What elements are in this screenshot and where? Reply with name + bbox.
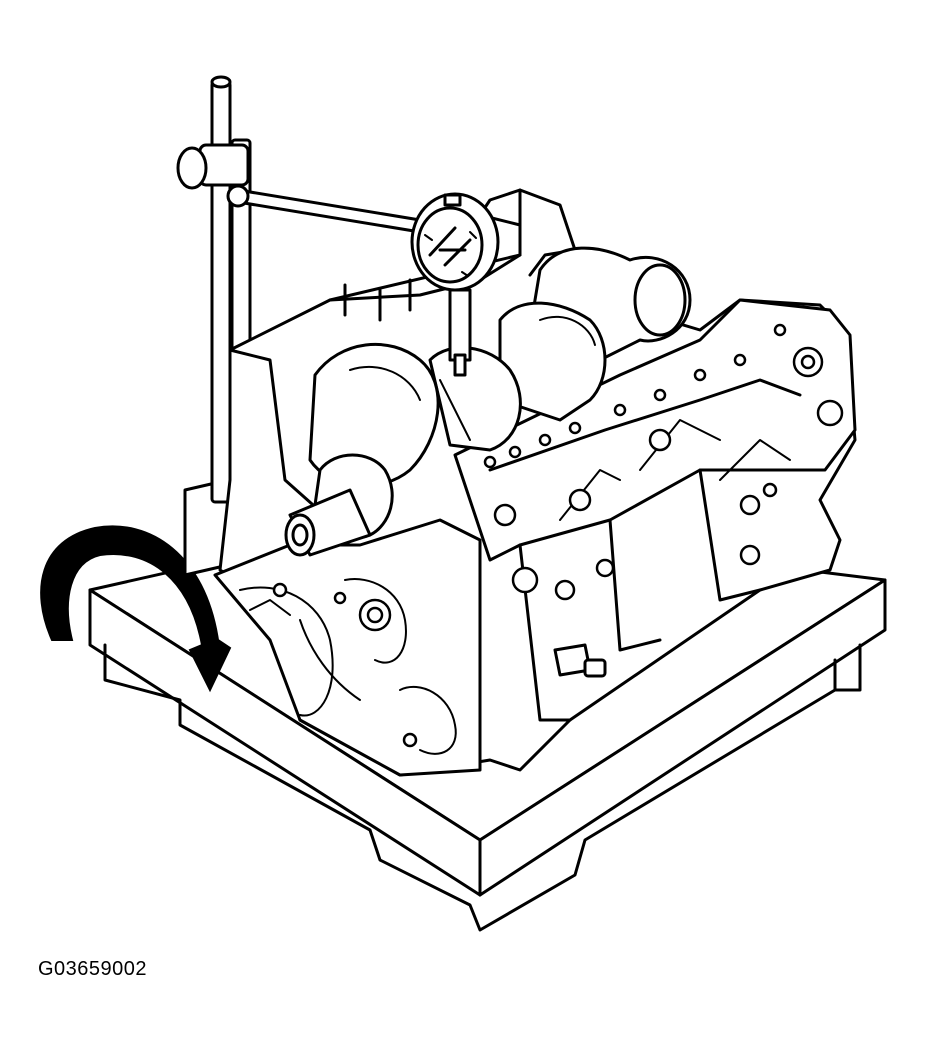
dial-indicator (410, 192, 500, 377)
crankshaft (284, 246, 692, 557)
drain-plug (553, 643, 607, 678)
figure-code: G03659002 (38, 958, 148, 980)
cylinder-block (213, 188, 857, 777)
rotation-arrow (40, 525, 232, 693)
